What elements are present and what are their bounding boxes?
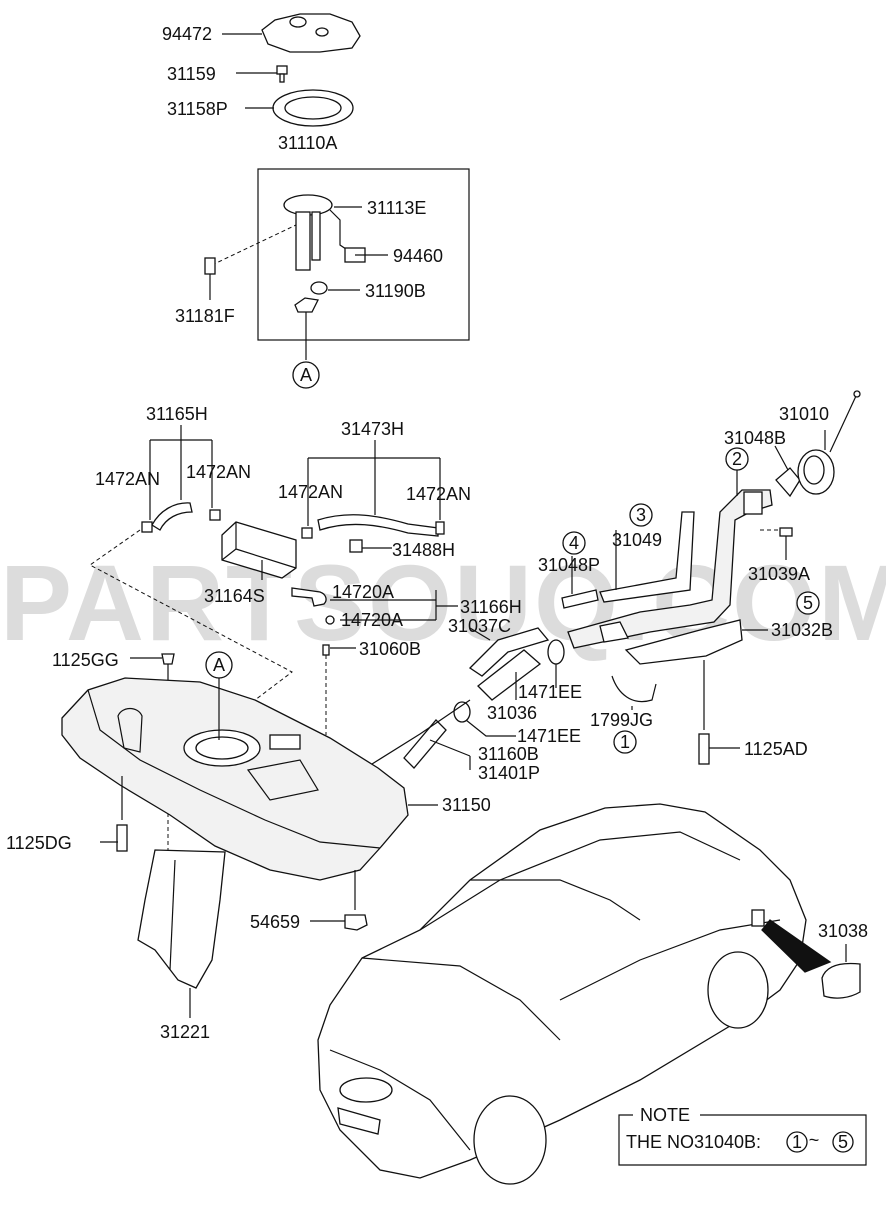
part-31048B-gasket [774,445,801,498]
part-1125AD-bolt [698,733,740,765]
part-1799JG-hose [611,675,657,710]
part-31488H-clip [349,539,392,553]
label-31181F: 31181F [175,306,235,326]
part-31048P-hose [561,556,599,609]
label-31190B: 31190B [365,281,426,301]
label-31160B: 31160B [478,744,539,764]
callout-A-top: A [292,361,320,389]
label-31473H: 31473H [341,419,404,439]
label-1471EE-b: 1471EE [517,726,581,746]
pump-assembly-box [257,168,470,341]
part-31150-fuel-tank [61,677,438,910]
part-31037C-hose [468,627,550,677]
note-range-start: 1 [792,1132,802,1152]
part-31221-heat-shield [137,849,226,1018]
label-31039A: 31039A [748,564,810,584]
svg-text:5: 5 [803,593,813,613]
part-31166H-hose [291,587,458,625]
watermark: PARTSOUQ.COM [0,542,886,663]
part-31032B-bracket [624,619,768,730]
svg-text:A: A [300,365,312,385]
label-31048P: 31048P [538,555,600,575]
label-1472AN-b: 1472AN [186,462,251,482]
label-31010: 31010 [779,404,829,424]
callout-2: 2 [725,447,749,471]
part-31164S-canister [221,521,297,580]
part-31038-door [821,944,861,999]
svg-text:1: 1 [620,732,630,752]
label-1472AN-c: 1472AN [278,482,343,502]
part-31160B-filter [403,719,471,770]
note-title: NOTE [640,1105,690,1125]
label-14720A-a: 14720A [332,582,394,602]
part-fuel-pump-assembly [211,194,388,313]
svg-text:3: 3 [636,505,646,525]
part-31039A-screw [760,527,793,560]
part-31010-cap [797,390,861,495]
label-31221: 31221 [160,1022,210,1042]
callout-3: 3 [629,503,653,527]
label-31032B: 31032B [771,620,833,640]
label-31166H: 31166H [460,597,522,617]
label-1799JG: 1799JG [590,710,653,730]
part-31181F-sleeve [204,257,216,300]
svg-text:2: 2 [732,449,742,469]
car-illustration [317,803,832,1185]
part-31158P-gasket [245,89,354,127]
label-31048B: 31048B [724,428,786,448]
label-31113E: 31113E [367,198,426,218]
label-31165H: 31165H [146,404,208,424]
part-31049-hose [599,511,695,603]
label-31036: 31036 [487,703,537,723]
label-31158P: 31158P [167,99,228,119]
label-94472: 94472 [162,24,212,44]
label-31037C: 31037C [448,616,511,636]
label-1125GG: 1125GG [52,650,119,670]
part-filler-neck [567,470,773,649]
svg-text:4: 4 [569,533,579,553]
label-31049: 31049 [612,530,662,550]
label-31150: 31150 [442,795,491,815]
part-31473H-hose [301,440,445,539]
callout-5: 5 [796,591,820,615]
label-31110A: 31110A [278,133,337,153]
label-31401P: 31401P [478,763,540,783]
label-1471EE-a: 1471EE [518,682,582,702]
note-box: NOTE THE NO31040B: 1 ~ 5 [618,1105,867,1166]
part-31165H-hose [141,425,221,533]
part-31060B-pin [322,644,356,735]
label-54659: 54659 [250,912,300,932]
label-31159: 31159 [167,64,216,84]
callout-A-tank: A [205,651,233,740]
label-1472AN-a: 1472AN [95,469,160,489]
part-1125DG-bolt [100,824,128,852]
svg-text:A: A [213,655,225,675]
part-54659-nut [310,914,368,931]
label-1472AN-d: 1472AN [406,484,471,504]
part-94472-plate [222,13,361,53]
label-31060B: 31060B [359,639,421,659]
part-31036-hose [477,649,542,701]
callout-1: 1 [613,730,637,754]
label-31164S: 31164S [204,586,265,606]
label-1125AD: 1125AD [744,739,808,759]
part-1471EE-clamp-a [547,639,565,688]
note-range-end: 5 [838,1132,848,1152]
label-31488H: 31488H [392,540,455,560]
note-text: THE NO31040B: [626,1132,761,1152]
label-94460: 94460 [393,246,443,266]
label-31038: 31038 [818,921,868,941]
label-1125DG: 1125DG [6,833,72,853]
label-14720A-b: 14720A [341,610,403,630]
part-1471EE-clamp-b [453,701,516,737]
note-tilde: ~ [809,1130,820,1150]
part-31159-bolt [236,65,288,83]
callout-4: 4 [562,531,586,555]
